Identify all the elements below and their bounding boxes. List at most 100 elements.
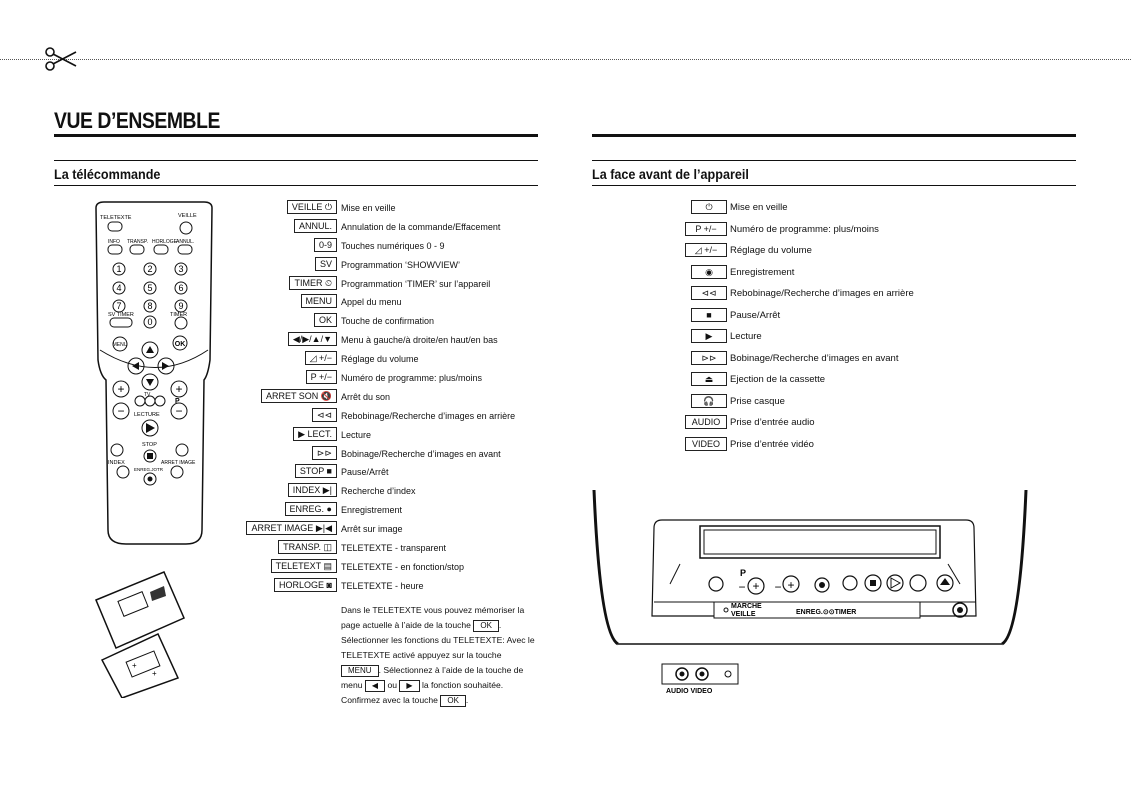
svg-text:9: 9 bbox=[178, 301, 183, 311]
section-title-remote: La télécommande bbox=[54, 166, 161, 182]
svg-text:INDEX: INDEX bbox=[108, 460, 125, 466]
remote-key-badge: HORLOGE ◙ bbox=[274, 578, 337, 592]
front-key-description: Ejection de la cassette bbox=[730, 374, 826, 385]
svg-text:ARRET IMAGE: ARRET IMAGE bbox=[161, 460, 196, 466]
svg-text:MENU: MENU bbox=[113, 342, 128, 348]
remote-key-badge: ARRET IMAGE ▶|◀ bbox=[246, 521, 337, 535]
title-rule-left bbox=[54, 134, 538, 137]
remote-key-description: Numéro de programme: plus/moins bbox=[341, 373, 483, 383]
front-key-badge: ▶ bbox=[691, 329, 727, 343]
svg-text:HORLOGE: HORLOGE bbox=[152, 239, 178, 245]
remote-key-description: Mise en veille bbox=[341, 203, 396, 213]
svg-text:STOP: STOP bbox=[142, 442, 157, 448]
remote-key-description: Annulation de la commande/Effacement bbox=[341, 222, 501, 232]
svg-text:VEILLE: VEILLE bbox=[731, 611, 756, 618]
svg-text:+: + bbox=[132, 661, 137, 670]
svg-text:+: + bbox=[152, 669, 157, 678]
remote-label-teletexte: TELETEXTE bbox=[100, 215, 132, 221]
front-key-description: Numéro de programme: plus/moins bbox=[730, 224, 879, 235]
svg-text:1: 1 bbox=[116, 264, 121, 274]
svg-text:8: 8 bbox=[147, 301, 152, 311]
svg-text:ENREG.JOTR: ENREG.JOTR bbox=[134, 467, 164, 472]
svg-text:ENREG.⊙⊙TIMER: ENREG.⊙⊙TIMER bbox=[796, 609, 856, 616]
svg-text:TIMER: TIMER bbox=[170, 312, 187, 318]
remote-key-badge: MENU bbox=[300, 294, 337, 308]
remote-key-badge: INDEX ▶| bbox=[287, 483, 337, 497]
remote-key-description: Pause/Arrêt bbox=[341, 467, 389, 477]
svg-text:7: 7 bbox=[116, 301, 121, 311]
svg-text:3: 3 bbox=[178, 264, 183, 274]
front-key-badge: ⏻ bbox=[691, 200, 727, 214]
remote-key-badge: ENREG. ● bbox=[284, 502, 337, 516]
svg-text:+: + bbox=[117, 382, 124, 396]
remote-control-illustration: TELETEXTE VEILLE INFO TRANSP. HORLOGE AN… bbox=[95, 201, 213, 545]
remote-key-description: Arrêt du son bbox=[341, 392, 391, 402]
remote-key-description: Réglage du volume bbox=[341, 354, 419, 364]
section-rule-left-bottom bbox=[54, 185, 538, 186]
front-key-description: Pause/Arrêt bbox=[730, 310, 781, 321]
section-rule-right-bottom bbox=[592, 185, 1076, 186]
remote-key-description: Programmation ‘TIMER’ sur l’appareil bbox=[341, 279, 491, 289]
front-key-badge: ⊳⊳ bbox=[691, 351, 727, 365]
audio-video-label: AUDIO VIDEO bbox=[666, 688, 713, 695]
front-key-badge: P +/− bbox=[685, 222, 727, 236]
front-key-badge: ⊲⊲ bbox=[691, 286, 727, 300]
svg-text:−: − bbox=[774, 580, 781, 594]
svg-text:+: + bbox=[175, 382, 182, 396]
front-key-badge: AUDIO bbox=[685, 415, 727, 429]
svg-text:−: − bbox=[738, 580, 745, 594]
remote-key-badge: ▶ LECT. bbox=[293, 427, 337, 441]
front-key-badge: ⏏ bbox=[691, 372, 727, 386]
front-key-badge: VIDEO bbox=[685, 437, 727, 451]
svg-text:−: − bbox=[175, 404, 182, 418]
svg-text:SV TIMER: SV TIMER bbox=[108, 312, 134, 318]
battery-illustration: + + bbox=[95, 571, 185, 698]
svg-text:4: 4 bbox=[116, 283, 121, 293]
cut-line bbox=[0, 59, 1131, 60]
audio-video-jacks: AUDIO VIDEO bbox=[661, 663, 739, 695]
svg-text:5: 5 bbox=[147, 283, 152, 293]
scissors-icon bbox=[45, 47, 77, 71]
right-key-inline: ▶ bbox=[399, 679, 420, 692]
ok-key-inline-2: OK bbox=[440, 694, 466, 707]
page-title: VUE D’ENSEMBLE bbox=[54, 108, 220, 133]
svg-text:0: 0 bbox=[147, 317, 152, 327]
svg-text:+: + bbox=[752, 579, 759, 593]
menu-key-inline: MENU bbox=[341, 664, 379, 677]
svg-text:TV: TV bbox=[144, 392, 151, 398]
remote-key-description: Programmation ‘SHOWVIEW’ bbox=[341, 260, 461, 270]
remote-key-badge: SV bbox=[314, 257, 337, 271]
remote-key-badge: 0-9 bbox=[313, 238, 337, 252]
remote-key-badge: ARRET SON 🔇 bbox=[260, 389, 337, 403]
front-key-description: Enregistrement bbox=[730, 267, 795, 278]
remote-key-badge: OK bbox=[313, 313, 337, 327]
svg-text:INFO: INFO bbox=[108, 239, 120, 245]
remote-key-description: TELETEXTE - transparent bbox=[341, 543, 447, 553]
svg-text:−: − bbox=[117, 404, 124, 418]
remote-key-description: TELETEXTE - en fonction/stop bbox=[341, 562, 465, 572]
front-key-badge: ◿ +/− bbox=[685, 243, 727, 257]
front-key-description: Prise d’entrée vidéo bbox=[730, 439, 814, 450]
remote-key-badge: VEILLE ⏻ bbox=[286, 200, 337, 214]
remote-key-badge: STOP ■ bbox=[294, 464, 337, 478]
remote-key-description: Bobinage/Recherche d’images en avant bbox=[341, 449, 501, 459]
remote-key-badge: ◀/▶/▲/▼ bbox=[287, 332, 337, 346]
vcr-front-illustration: P − + − + MARCHE VEILLE ENREG.⊙⊙TIMER bbox=[592, 489, 1028, 646]
front-key-description: Prise d’entrée audio bbox=[730, 417, 815, 428]
note-or: ou bbox=[387, 680, 397, 690]
remote-key-description: Recherche d’index bbox=[341, 486, 416, 496]
remote-key-badge: ⊲⊲ bbox=[311, 408, 337, 422]
remote-key-badge: ◿ +/− bbox=[304, 351, 337, 365]
section-title-front: La face avant de l’appareil bbox=[592, 166, 749, 182]
svg-text:OK: OK bbox=[175, 341, 186, 348]
svg-text:6: 6 bbox=[178, 283, 183, 293]
front-key-description: Lecture bbox=[730, 331, 762, 342]
front-key-badge: ■ bbox=[691, 308, 727, 322]
remote-key-description: Touche de confirmation bbox=[341, 316, 435, 326]
teletext-note: Dans le TELETEXTE vous pouvez mémoriser … bbox=[341, 605, 535, 707]
section-rule-right bbox=[592, 160, 1076, 161]
front-key-description: Prise casque bbox=[730, 396, 785, 407]
remote-key-description: Lecture bbox=[341, 430, 372, 440]
remote-key-badge: P +/− bbox=[305, 370, 337, 384]
front-key-description: Mise en veille bbox=[730, 202, 788, 213]
